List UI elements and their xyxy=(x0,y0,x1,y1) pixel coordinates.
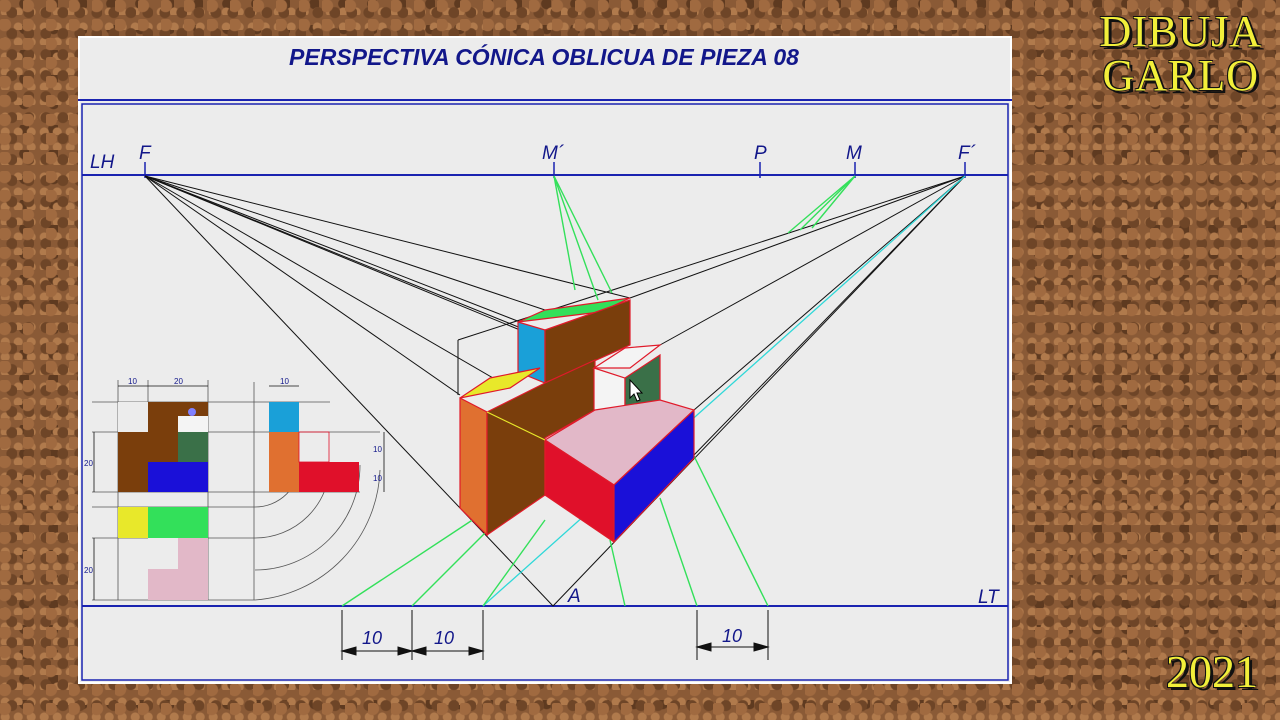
cyan-guide-line xyxy=(482,175,966,607)
view-dim-height-b: 20 xyxy=(84,566,93,575)
m-prime-label: M´ xyxy=(542,143,565,164)
top-face-yellow xyxy=(459,367,541,399)
brand-line-2: GARLO xyxy=(1102,51,1260,100)
a-label: A xyxy=(567,586,581,607)
face-brown-upper xyxy=(544,299,631,384)
perspective-piece xyxy=(459,297,696,544)
inner-frame xyxy=(81,103,1009,681)
page-title: PERSPECTIVA CÓNICA OBLICUA DE PIEZA 08 xyxy=(289,44,799,70)
year-label: 2021 xyxy=(1166,646,1258,697)
cube-top-white xyxy=(591,344,662,369)
ground-dim-3: 10 xyxy=(722,626,742,646)
view-dim-side-a: 10 xyxy=(373,445,382,454)
ground-dim-1: 10 xyxy=(362,628,382,648)
view-dim-height-a: 20 xyxy=(84,459,93,468)
brand-line-1: DIBUJA xyxy=(1099,7,1262,56)
face-orange xyxy=(459,397,488,537)
horizon-ticks xyxy=(144,162,966,178)
lh-label: LH xyxy=(90,152,115,173)
f-prime-label: F´ xyxy=(958,143,977,164)
ground-dim-2: 10 xyxy=(434,628,454,648)
face-blue xyxy=(613,408,695,544)
face-brown-main xyxy=(486,359,596,537)
view-dim-top-left: 10 xyxy=(128,377,137,386)
orthographic-views: 10 20 10 10 10 20 20 xyxy=(84,377,385,601)
lines-from-f xyxy=(144,175,631,607)
f-label: F xyxy=(139,143,152,164)
view-dim-side-b: 10 xyxy=(373,474,382,483)
yellow-edge xyxy=(486,411,546,441)
ground-dimensions xyxy=(340,610,770,660)
view-dim-side-top: 10 xyxy=(280,377,289,386)
mouse-cursor-icon xyxy=(629,378,644,402)
measure-lines xyxy=(341,175,856,607)
m-label: M xyxy=(846,143,862,164)
view-dim-top-right: 20 xyxy=(174,377,183,386)
p-label: P xyxy=(754,143,767,164)
brand-logo: DIBUJA GARLO xyxy=(1100,10,1262,98)
top-face-green xyxy=(517,297,631,323)
lt-label: LT xyxy=(978,587,1000,608)
